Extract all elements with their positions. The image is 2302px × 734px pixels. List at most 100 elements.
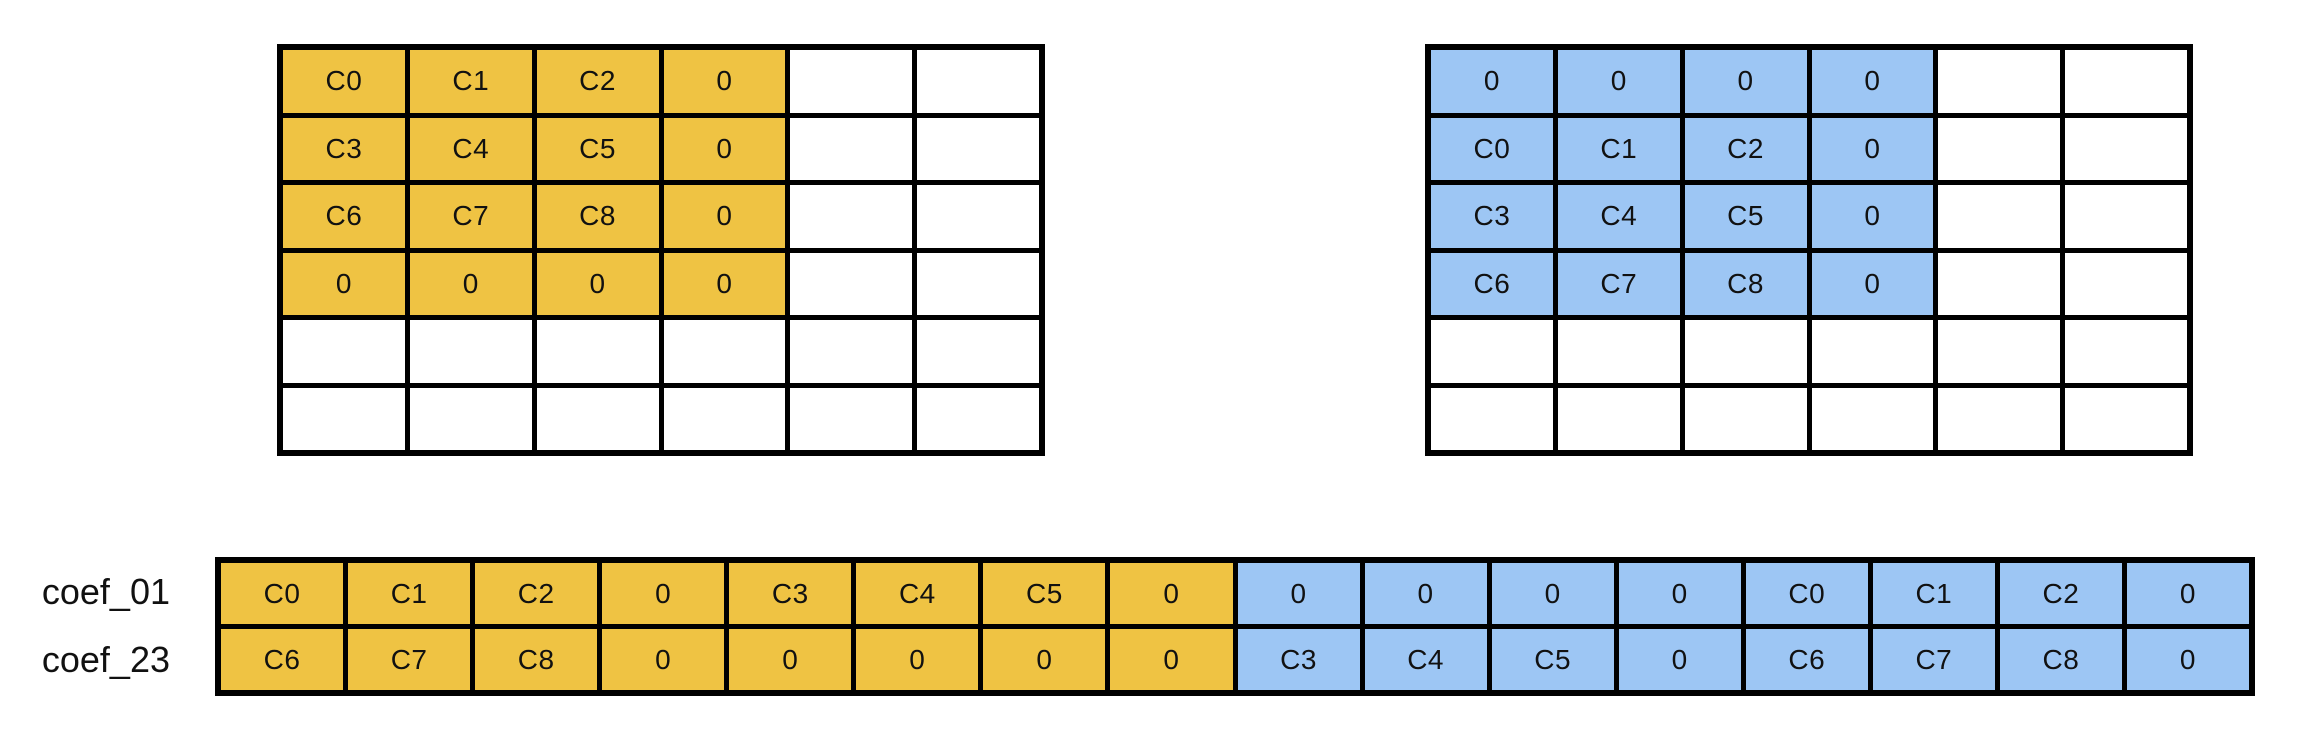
bottom-grid-coef_01-blue-cell-0: 0: [1237, 563, 1360, 624]
bottom-grid-coef_01-blue-cell-5: C1: [1872, 563, 1995, 624]
top-left-grid-cell-r2c0: C6: [283, 185, 405, 248]
bottom-grid-coef_01-blue-cell-7: 0: [2126, 563, 2249, 624]
bottom-grid-coef_01-yellow-cell-6: C5: [983, 563, 1106, 624]
top-right-grid-cell-r0c5: [2065, 50, 2187, 113]
top-left-grid-cell-r5c4: [790, 387, 913, 450]
bottom-grid-coef_23-yellow-cell-7: 0: [1110, 629, 1233, 690]
top-right-grid-cell-r3c2: C8: [1684, 252, 1807, 315]
top-left-grid-cell-r5c5: [917, 387, 1039, 450]
bottom-grid-coef_01-blue-cell-1: 0: [1364, 563, 1487, 624]
top-left-grid-cell-r3c0: 0: [283, 252, 405, 315]
top-left-grid-cell-r4c4: [790, 320, 913, 383]
bottom-grid-coef_23-blue-cell-6: C8: [1999, 629, 2122, 690]
top-right-grid-cell-r3c5: [2065, 252, 2187, 315]
bottom-grid-coef_01-blue-cell-2: 0: [1491, 563, 1614, 624]
top-right-grid-cell-r2c0: C3: [1431, 185, 1553, 248]
top-left-grid-cell-r5c1: [409, 387, 532, 450]
bottom-grid-coef_23-blue-cell-4: C6: [1745, 629, 1868, 690]
bottom-grid-coef_23-blue-cell-3: 0: [1618, 629, 1741, 690]
top-left-grid-cell-r3c1: 0: [409, 252, 532, 315]
top-left-grid-cell-r5c2: [536, 387, 659, 450]
top-left-grid-cell-r2c2: C8: [536, 185, 659, 248]
bottom-grid-coef_01-blue-cell-3: 0: [1618, 563, 1741, 624]
top-right-grid-cell-r1c1: C1: [1557, 117, 1680, 180]
top-right-grid-cell-r0c1: 0: [1557, 50, 1680, 113]
bottom-grid-coef_23-yellow-cell-2: C8: [475, 629, 598, 690]
top-left-grid-cell-r5c0: [283, 387, 405, 450]
top-right-grid-cell-r1c4: [1938, 117, 2061, 180]
top-left-grid-cell-r4c2: [536, 320, 659, 383]
top-left-grid-cell-r3c5: [917, 252, 1039, 315]
top-right-grid-cell-r4c3: [1811, 320, 1934, 383]
top-left-grid-cell-r2c5: [917, 185, 1039, 248]
top-left-grid-cell-r3c3: 0: [663, 252, 786, 315]
bottom-grid-coef_23-yellow-cell-1: C7: [348, 629, 471, 690]
top-left-grid-cell-r2c4: [790, 185, 913, 248]
top-right-grid-cell-r5c1: [1557, 387, 1680, 450]
top-left-grid-cell-r3c2: 0: [536, 252, 659, 315]
bottom-grid-coef_01-blue-cell-6: C2: [1999, 563, 2122, 624]
top-right-grid-cell-r3c4: [1938, 252, 2061, 315]
top-right-grid-cell-r1c5: [2065, 117, 2187, 180]
top-left-grid-cell-r5c3: [663, 387, 786, 450]
top-left-grid-cell-r3c4: [790, 252, 913, 315]
top-right-grid-cell-r5c3: [1811, 387, 1934, 450]
top-right-grid-cell-r2c5: [2065, 185, 2187, 248]
top-right-grid-cell-r2c3: 0: [1811, 185, 1934, 248]
top-left-grid-cell-r2c3: 0: [663, 185, 786, 248]
top-left-grid-cell-r0c0: C0: [283, 50, 405, 113]
top-right-grid-cell-r4c2: [1684, 320, 1807, 383]
bottom-grid-coef_23-yellow-cell-0: C6: [221, 629, 344, 690]
top-right-grid-cell-r1c2: C2: [1684, 117, 1807, 180]
top-right-grid-cell-r2c4: [1938, 185, 2061, 248]
top-left-grid-cell-r0c3: 0: [663, 50, 786, 113]
top-left-grid-cell-r2c1: C7: [409, 185, 532, 248]
top-right-grid-cell-r3c3: 0: [1811, 252, 1934, 315]
top-right-grid-cell-r0c3: 0: [1811, 50, 1934, 113]
top-left-grid-cell-r4c0: [283, 320, 405, 383]
top-left-grid-cell-r1c1: C4: [409, 117, 532, 180]
bottom-grid-coef_23-yellow-cell-5: 0: [856, 629, 979, 690]
top-left-grid-cell-r0c5: [917, 50, 1039, 113]
bottom-grid-coef_01-yellow-cell-3: 0: [602, 563, 725, 624]
bottom-grid-coef_23-yellow-cell-6: 0: [983, 629, 1106, 690]
bottom-grid-coef_23-blue-cell-7: 0: [2126, 629, 2249, 690]
bottom-grid-coef_01-yellow-cell-4: C3: [729, 563, 852, 624]
bottom-grid-coef_23-blue-cell-0: C3: [1237, 629, 1360, 690]
top-right-grid-cell-r2c1: C4: [1557, 185, 1680, 248]
top-right-grid-cell-r3c0: C6: [1431, 252, 1553, 315]
top-right-grid-cell-r5c0: [1431, 387, 1553, 450]
top-right-grid-cell-r1c3: 0: [1811, 117, 1934, 180]
top-right-grid-cell-r5c5: [2065, 387, 2187, 450]
top-right-grid-cell-r5c4: [1938, 387, 2061, 450]
bottom-grid-coef_01-yellow-cell-2: C2: [475, 563, 598, 624]
bottom-grid-coef_23-blue-cell-2: C5: [1491, 629, 1614, 690]
bottom-grid-coef_01-yellow-cell-7: 0: [1110, 563, 1233, 624]
top-left-grid-cell-r4c5: [917, 320, 1039, 383]
top-right-grid-cell-r2c2: C5: [1684, 185, 1807, 248]
bottom-grid-coef_23-yellow-cell-3: 0: [602, 629, 725, 690]
top-right-grid-cell-r5c2: [1684, 387, 1807, 450]
top-right-grid-cell-r4c0: [1431, 320, 1553, 383]
top-left-grid-cell-r0c4: [790, 50, 913, 113]
bottom-grid-coef_01-yellow-cell-0: C0: [221, 563, 344, 624]
top-left-grid-cell-r0c1: C1: [409, 50, 532, 113]
top-right-grid-cell-r1c0: C0: [1431, 117, 1553, 180]
bottom-grid-coef_23-blue-cell-1: C4: [1364, 629, 1487, 690]
top-left-grid-cell-r1c5: [917, 117, 1039, 180]
top-right-grid-cell-r3c1: C7: [1557, 252, 1680, 315]
top-left-grid-cell-r1c3: 0: [663, 117, 786, 180]
row-label-coef-23: coef_23: [41, 639, 170, 680]
top-left-grid-cell-r1c4: [790, 117, 913, 180]
top-right-grid-cell-r4c5: [2065, 320, 2187, 383]
top-right-grid-cell-r0c0: 0: [1431, 50, 1553, 113]
top-left-grid-cell-r4c3: [663, 320, 786, 383]
top-left-grid-cell-r4c1: [409, 320, 532, 383]
bottom-grid-coef_23-yellow-cell-4: 0: [729, 629, 852, 690]
top-right-grid-cell-r0c4: [1938, 50, 2061, 113]
top-left-grid-cell-r1c2: C5: [536, 117, 659, 180]
top-right-grid-cell-r4c1: [1557, 320, 1680, 383]
